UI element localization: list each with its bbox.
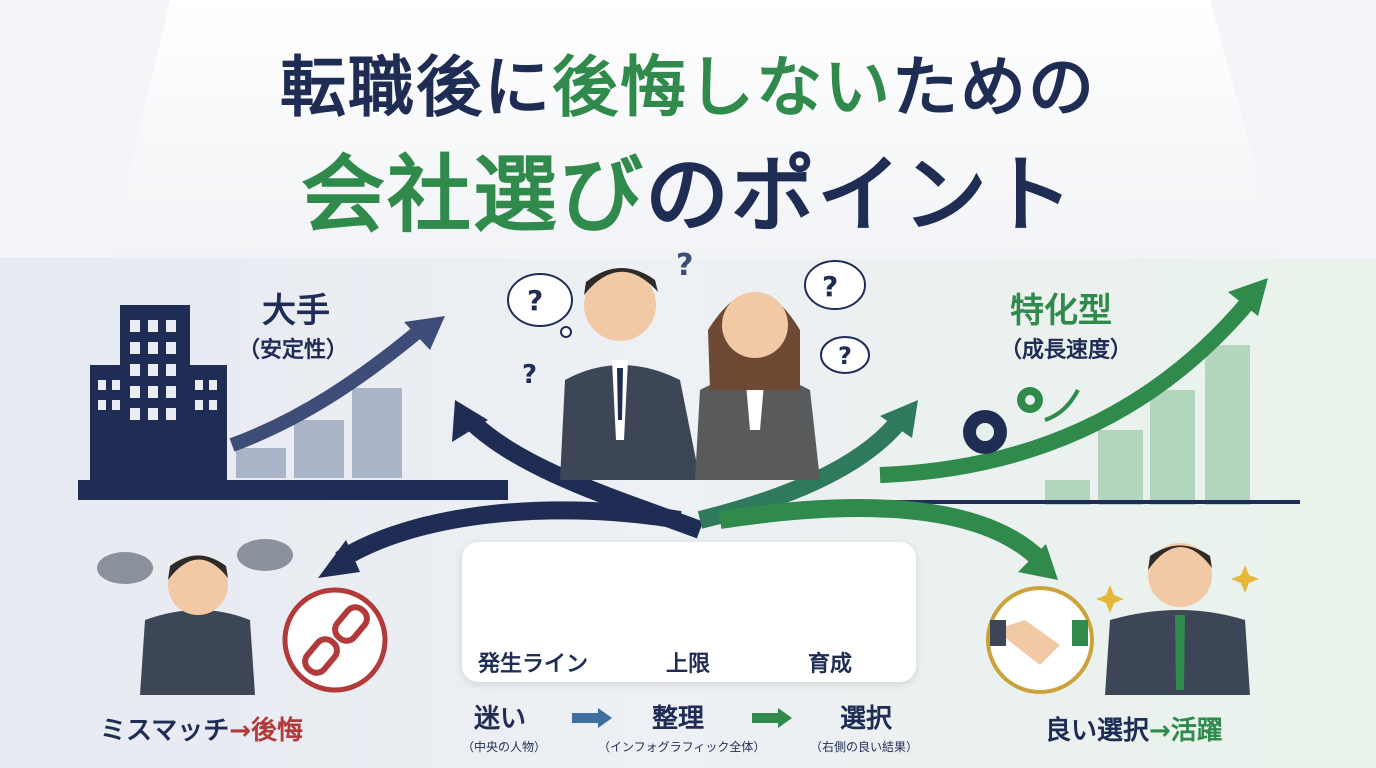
center-box: 発生ライン 上限 育成	[462, 542, 916, 682]
small-arrow	[1044, 389, 1080, 422]
branch-arrows	[318, 400, 1058, 580]
flow-arrow-2	[752, 708, 792, 728]
flow-step-1-note: （中央の人物）	[462, 740, 547, 754]
left-growth-arrow	[229, 324, 425, 452]
flow-step-1: 迷い	[474, 704, 527, 734]
title-line-1-part-1: 転職後に	[280, 49, 552, 126]
right-option-title: 特化型	[1010, 291, 1112, 331]
left-option-title: 大手	[262, 291, 330, 331]
flow-step-3: 選択	[840, 704, 893, 734]
man-person	[560, 267, 700, 480]
question-mark: ?	[527, 284, 544, 317]
flow-arrow-1	[572, 708, 612, 728]
sparkle-icon	[1096, 565, 1259, 613]
flow-step-2-note: （インフォグラフィック全体）	[598, 740, 766, 754]
center-item-label: 育成	[808, 652, 853, 677]
ground-line-left	[78, 480, 508, 500]
question-mark: ?	[522, 360, 538, 390]
title-line-1-part-3: ための	[892, 49, 1096, 126]
left-growth-arrowhead	[404, 316, 445, 350]
woman-person	[695, 292, 820, 480]
flow-step-2: 整理	[652, 704, 705, 734]
storm-cloud-icon	[97, 539, 293, 584]
title-line-1: 転職後に後悔しないための	[0, 34, 1376, 130]
handshake-icon	[986, 586, 1094, 694]
header-panel	[110, 0, 1280, 258]
good-outcome-label: 良い選択→活躍	[1045, 710, 1223, 747]
question-mark: ?	[838, 342, 852, 370]
worried-man	[140, 555, 255, 695]
right-growth-arrowhead	[1228, 278, 1268, 316]
flow-step-3-note: （右側の良い結果）	[810, 740, 919, 754]
thought-bubble-left	[507, 273, 573, 338]
right-growth-bars	[1045, 345, 1250, 505]
title-line-2: 会社選びのポイント	[0, 128, 1376, 249]
left-growth-bars	[236, 388, 402, 478]
bad-outcome-label: ミスマッチ→後悔	[100, 710, 303, 747]
right-growth-arrow	[879, 294, 1257, 483]
left-option-subtitle: （安定性）	[238, 338, 349, 363]
good-outcome-part-1: 良い選択	[1045, 716, 1150, 746]
right-option-subtitle: （成長速度）	[1000, 338, 1133, 363]
question-mark: ?	[676, 248, 694, 283]
good-outcome-part-2: →活躍	[1149, 716, 1223, 746]
broken-chain-icon	[282, 587, 388, 693]
gear-icon	[963, 387, 1043, 454]
title-line-1-highlight: 後悔しない	[552, 49, 892, 126]
ground-line-right	[880, 500, 1300, 504]
bad-outcome-part-2: →後悔	[229, 716, 304, 746]
thought-bubble-right	[804, 260, 870, 374]
center-item-label: 発生ライン	[478, 652, 589, 677]
happy-man	[1105, 543, 1250, 695]
bad-outcome-part-1: ミスマッチ	[100, 716, 230, 746]
title-line-2-highlight: 会社選び	[300, 146, 645, 244]
question-mark: ?	[822, 270, 839, 303]
center-item-label: 上限	[666, 652, 711, 677]
building-icon	[90, 305, 227, 480]
title-line-2-part-2: のポイント	[645, 146, 1076, 244]
